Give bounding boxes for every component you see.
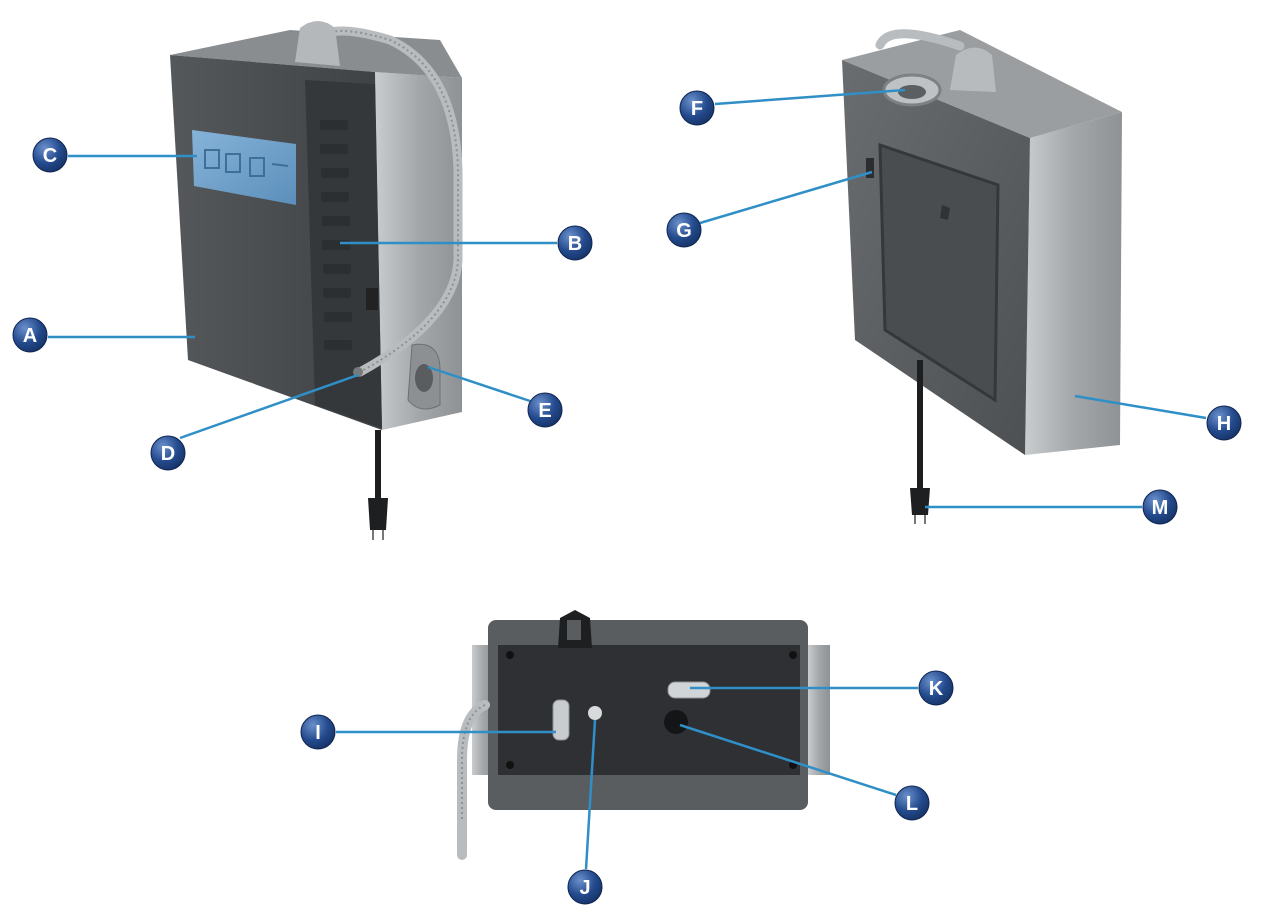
control-button	[324, 312, 352, 322]
callout-badge-circle	[150, 435, 186, 471]
callout-label: G	[676, 220, 692, 242]
lcd-segments	[204, 149, 289, 177]
callout-m: M	[1142, 489, 1178, 525]
leader-line-e	[427, 365, 531, 403]
rear-recess	[878, 142, 1000, 403]
callout-label: B	[568, 233, 582, 255]
callout-label: D	[161, 443, 175, 465]
control-button	[321, 168, 349, 178]
callout-badges: A B C D E F G H I J K L M	[12, 90, 1242, 905]
callout-c: C	[32, 137, 68, 173]
bottom-port	[588, 706, 602, 720]
leader-line-g	[699, 170, 873, 225]
callout-label: H	[1217, 413, 1231, 435]
callout-label: E	[538, 400, 551, 422]
callout-g: G	[666, 212, 702, 248]
drain-outlet	[667, 681, 711, 699]
bottom-socket	[664, 710, 688, 734]
callout-badge-circle	[1142, 489, 1178, 525]
callout-badge-circle	[1206, 405, 1242, 441]
bottom-plate	[498, 645, 800, 775]
callout-b: B	[557, 225, 593, 261]
callout-badge-circle	[300, 714, 336, 750]
control-button	[323, 264, 351, 274]
rear-hose-base	[950, 47, 996, 92]
bottom-right-flange	[808, 645, 830, 775]
callout-l: L	[894, 785, 930, 821]
callout-i: I	[300, 714, 336, 750]
callout-e: E	[527, 392, 563, 428]
callout-d: D	[150, 435, 186, 471]
leader-line-h	[1074, 394, 1207, 420]
front-view-side-silver	[375, 72, 462, 430]
callout-label: L	[906, 793, 918, 815]
callout-badge-circle	[12, 317, 48, 353]
callout-badge-circle	[918, 670, 954, 706]
callout-badge-circle	[527, 392, 563, 428]
leader-lines	[48, 88, 1207, 870]
front-view	[170, 21, 463, 540]
button-strip	[305, 80, 382, 428]
callout-badge-circle	[32, 137, 68, 173]
leader-line-f	[714, 88, 906, 106]
callout-badge-circle	[557, 225, 593, 261]
bottom-view	[457, 610, 830, 860]
callout-j: J	[567, 869, 603, 905]
callout-badge-circle	[679, 90, 715, 126]
callout-badge-circle	[567, 869, 603, 905]
callout-f: F	[679, 90, 715, 126]
callout-h: H	[1206, 405, 1242, 441]
power-plug	[368, 498, 388, 530]
callout-label: C	[43, 145, 57, 167]
callout-label: M	[1152, 497, 1169, 519]
control-button	[322, 240, 350, 250]
callout-k: K	[918, 670, 954, 706]
callout-label: A	[23, 325, 37, 347]
callout-label: I	[315, 722, 321, 744]
power-plug-rear	[910, 488, 930, 515]
leader-line-j	[584, 719, 597, 870]
water-inlet	[552, 699, 570, 741]
side-cover	[1025, 112, 1122, 455]
callout-label: K	[929, 678, 944, 700]
lcd-display	[192, 130, 296, 205]
callout-badge-circle	[666, 212, 702, 248]
control-button	[323, 288, 351, 298]
spout-outlet	[353, 367, 363, 377]
control-button	[321, 192, 349, 202]
callout-label: J	[579, 877, 590, 899]
rear-view	[842, 29, 1122, 524]
leader-line-d	[179, 373, 359, 440]
hose-base	[295, 21, 340, 66]
rear-switch	[866, 158, 874, 178]
side-slot	[366, 288, 378, 310]
control-button	[320, 120, 348, 130]
leader-line-l	[679, 723, 897, 797]
control-buttons	[320, 120, 352, 350]
control-button	[324, 340, 352, 350]
control-button	[320, 144, 348, 154]
callout-badge-circle	[894, 785, 930, 821]
rear-hose	[875, 29, 965, 51]
callout-a: A	[12, 317, 48, 353]
callout-label: F	[691, 98, 703, 120]
control-button	[322, 216, 350, 226]
